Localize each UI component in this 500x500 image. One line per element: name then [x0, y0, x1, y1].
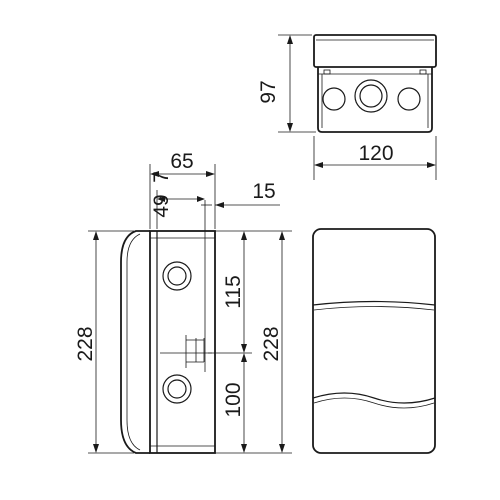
dimension-side-height-left: 228 — [74, 230, 134, 454]
dimension-top-height: 97 — [257, 34, 316, 133]
dimension-label-side-upper-spacing: 115 — [222, 275, 245, 308]
side-view-door — [120, 230, 150, 454]
top-view-body — [317, 67, 433, 133]
knockout-hole-center-outer — [354, 79, 388, 113]
dimension-label-top-width: 120 — [358, 142, 393, 165]
side-knockout-upper-inner — [167, 266, 187, 286]
dimension-label-side-offset-a: 49 — [150, 194, 173, 217]
dimension-label-top-height: 97 — [257, 80, 280, 103]
top-view — [313, 34, 437, 133]
front-view-upper-curve — [312, 300, 436, 306]
side-knockout-lower-inner — [167, 379, 187, 399]
dimension-side-lip: 15 — [201, 180, 280, 208]
dimension-label-side-depth: 65 — [170, 150, 193, 173]
dimension-label-side-lower-spacing: 100 — [222, 382, 245, 417]
front-view-outline — [312, 228, 436, 454]
front-view — [312, 228, 436, 454]
side-knockout-upper-outer — [162, 261, 192, 291]
knockout-hole-left — [322, 87, 346, 111]
top-view-lid — [313, 34, 437, 68]
dimension-side-depth: 65 — [149, 150, 216, 229]
front-view-lower-wave — [312, 392, 436, 404]
side-view — [120, 230, 216, 454]
dimension-label-side-offset-b: 7 — [150, 171, 173, 183]
knockout-hole-right — [397, 87, 421, 111]
dimension-side-height-right: 228 — [252, 230, 292, 454]
dimension-label-side-lip: 15 — [252, 180, 275, 203]
dimension-label-side-height-right: 228 — [260, 326, 283, 361]
dimension-label-side-height-left: 228 — [74, 326, 97, 361]
side-knockout-lower-outer — [162, 374, 192, 404]
dimension-side-offsets: 49 7 — [150, 171, 206, 372]
knockout-hole-center-inner — [359, 84, 383, 108]
side-view-body — [149, 230, 216, 454]
dimension-top-width: 120 — [313, 136, 437, 180]
dimension-side-spacing: 115 100 — [208, 230, 252, 454]
